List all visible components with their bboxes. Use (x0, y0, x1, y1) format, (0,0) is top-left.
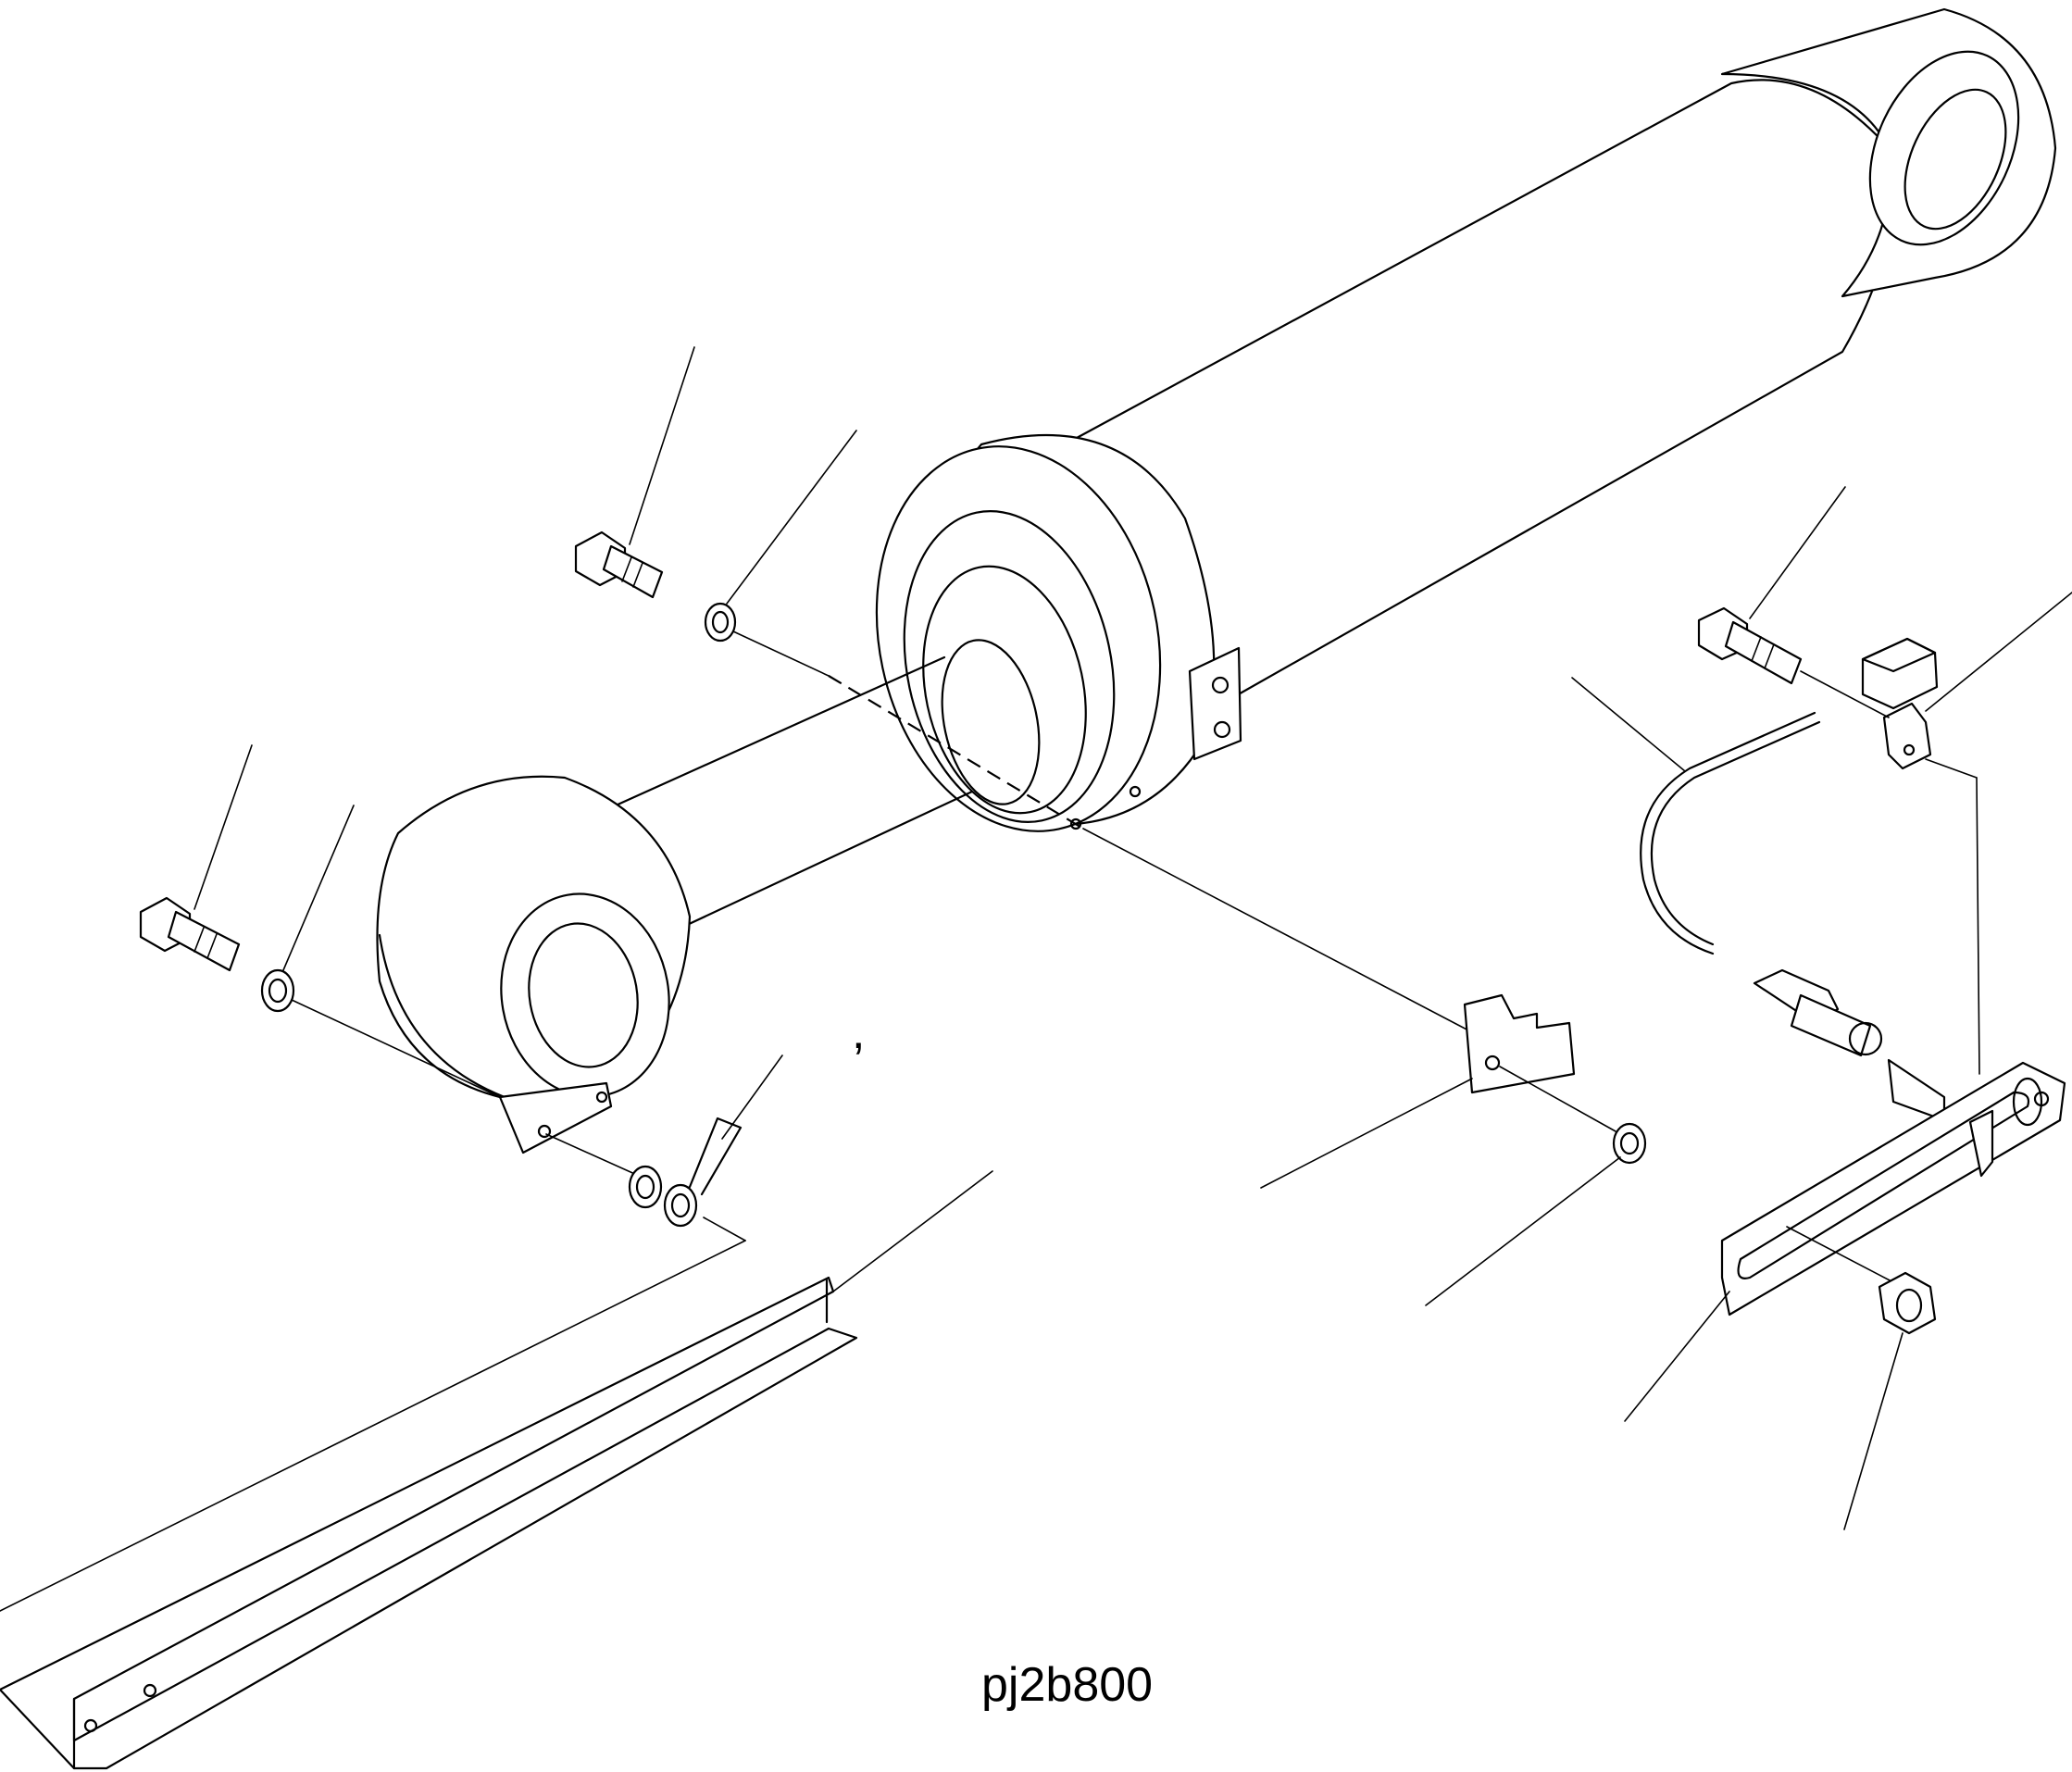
sensor-bolt (1697, 606, 1803, 685)
leader-harness (1571, 677, 1686, 772)
rod-bracket (498, 1081, 613, 1154)
slotted-bracket (1720, 1058, 2066, 1317)
hidden-line-lower (291, 999, 501, 1098)
clip (1882, 702, 1932, 770)
leader-washer-upper (726, 430, 857, 605)
leader-angle-bar (832, 1170, 993, 1292)
hidden-line-sensor-bolt (1800, 670, 1890, 718)
leader-bolt-lower (193, 744, 253, 910)
hidden-line-plate-washer (1499, 1066, 1616, 1132)
leader-plate-washer (1425, 1156, 1621, 1306)
cylinder-washer-lower (260, 968, 295, 1013)
connector (1861, 637, 1939, 710)
hidden-line-clip-2 (1976, 777, 1980, 1075)
drawing-code: pj2b800 (981, 1658, 1154, 1712)
plate (1463, 993, 1576, 1094)
hidden-line-plate (1082, 828, 1473, 1033)
sensor-harness (1640, 711, 1883, 1057)
leader-clip (1925, 592, 2072, 712)
cylinder-washer-upper (704, 602, 737, 643)
hydraulic-cylinder (376, 7, 2057, 1099)
hidden-line-bracket-nut (1786, 1226, 1894, 1283)
plate-washer (1612, 1122, 1647, 1165)
leader-nut (1843, 1332, 1903, 1530)
leader-plate (1260, 1078, 1473, 1189)
hidden-line-upper (732, 630, 830, 677)
nut (1878, 1271, 1937, 1335)
angle-bar (0, 1276, 858, 1770)
leader-washer-lower (282, 805, 355, 971)
leader-bolt-upper (629, 346, 695, 545)
hidden-line-bracket (545, 1133, 640, 1177)
leader-sensor-bolt (1749, 486, 1846, 619)
leader-slotted-bracket (1624, 1291, 1730, 1422)
cylinder-bolt-upper (574, 530, 664, 599)
cylinder-bolt-lower (139, 896, 241, 972)
leader-bracket-washers (721, 1054, 783, 1140)
hidden-line-angle-bar (0, 1240, 746, 1612)
hidden-line-clip (1925, 758, 1978, 779)
hidden-line-angle-bar-2 (703, 1217, 746, 1242)
bracket-washers (628, 1117, 743, 1228)
stray-mark: , (852, 1005, 866, 1059)
